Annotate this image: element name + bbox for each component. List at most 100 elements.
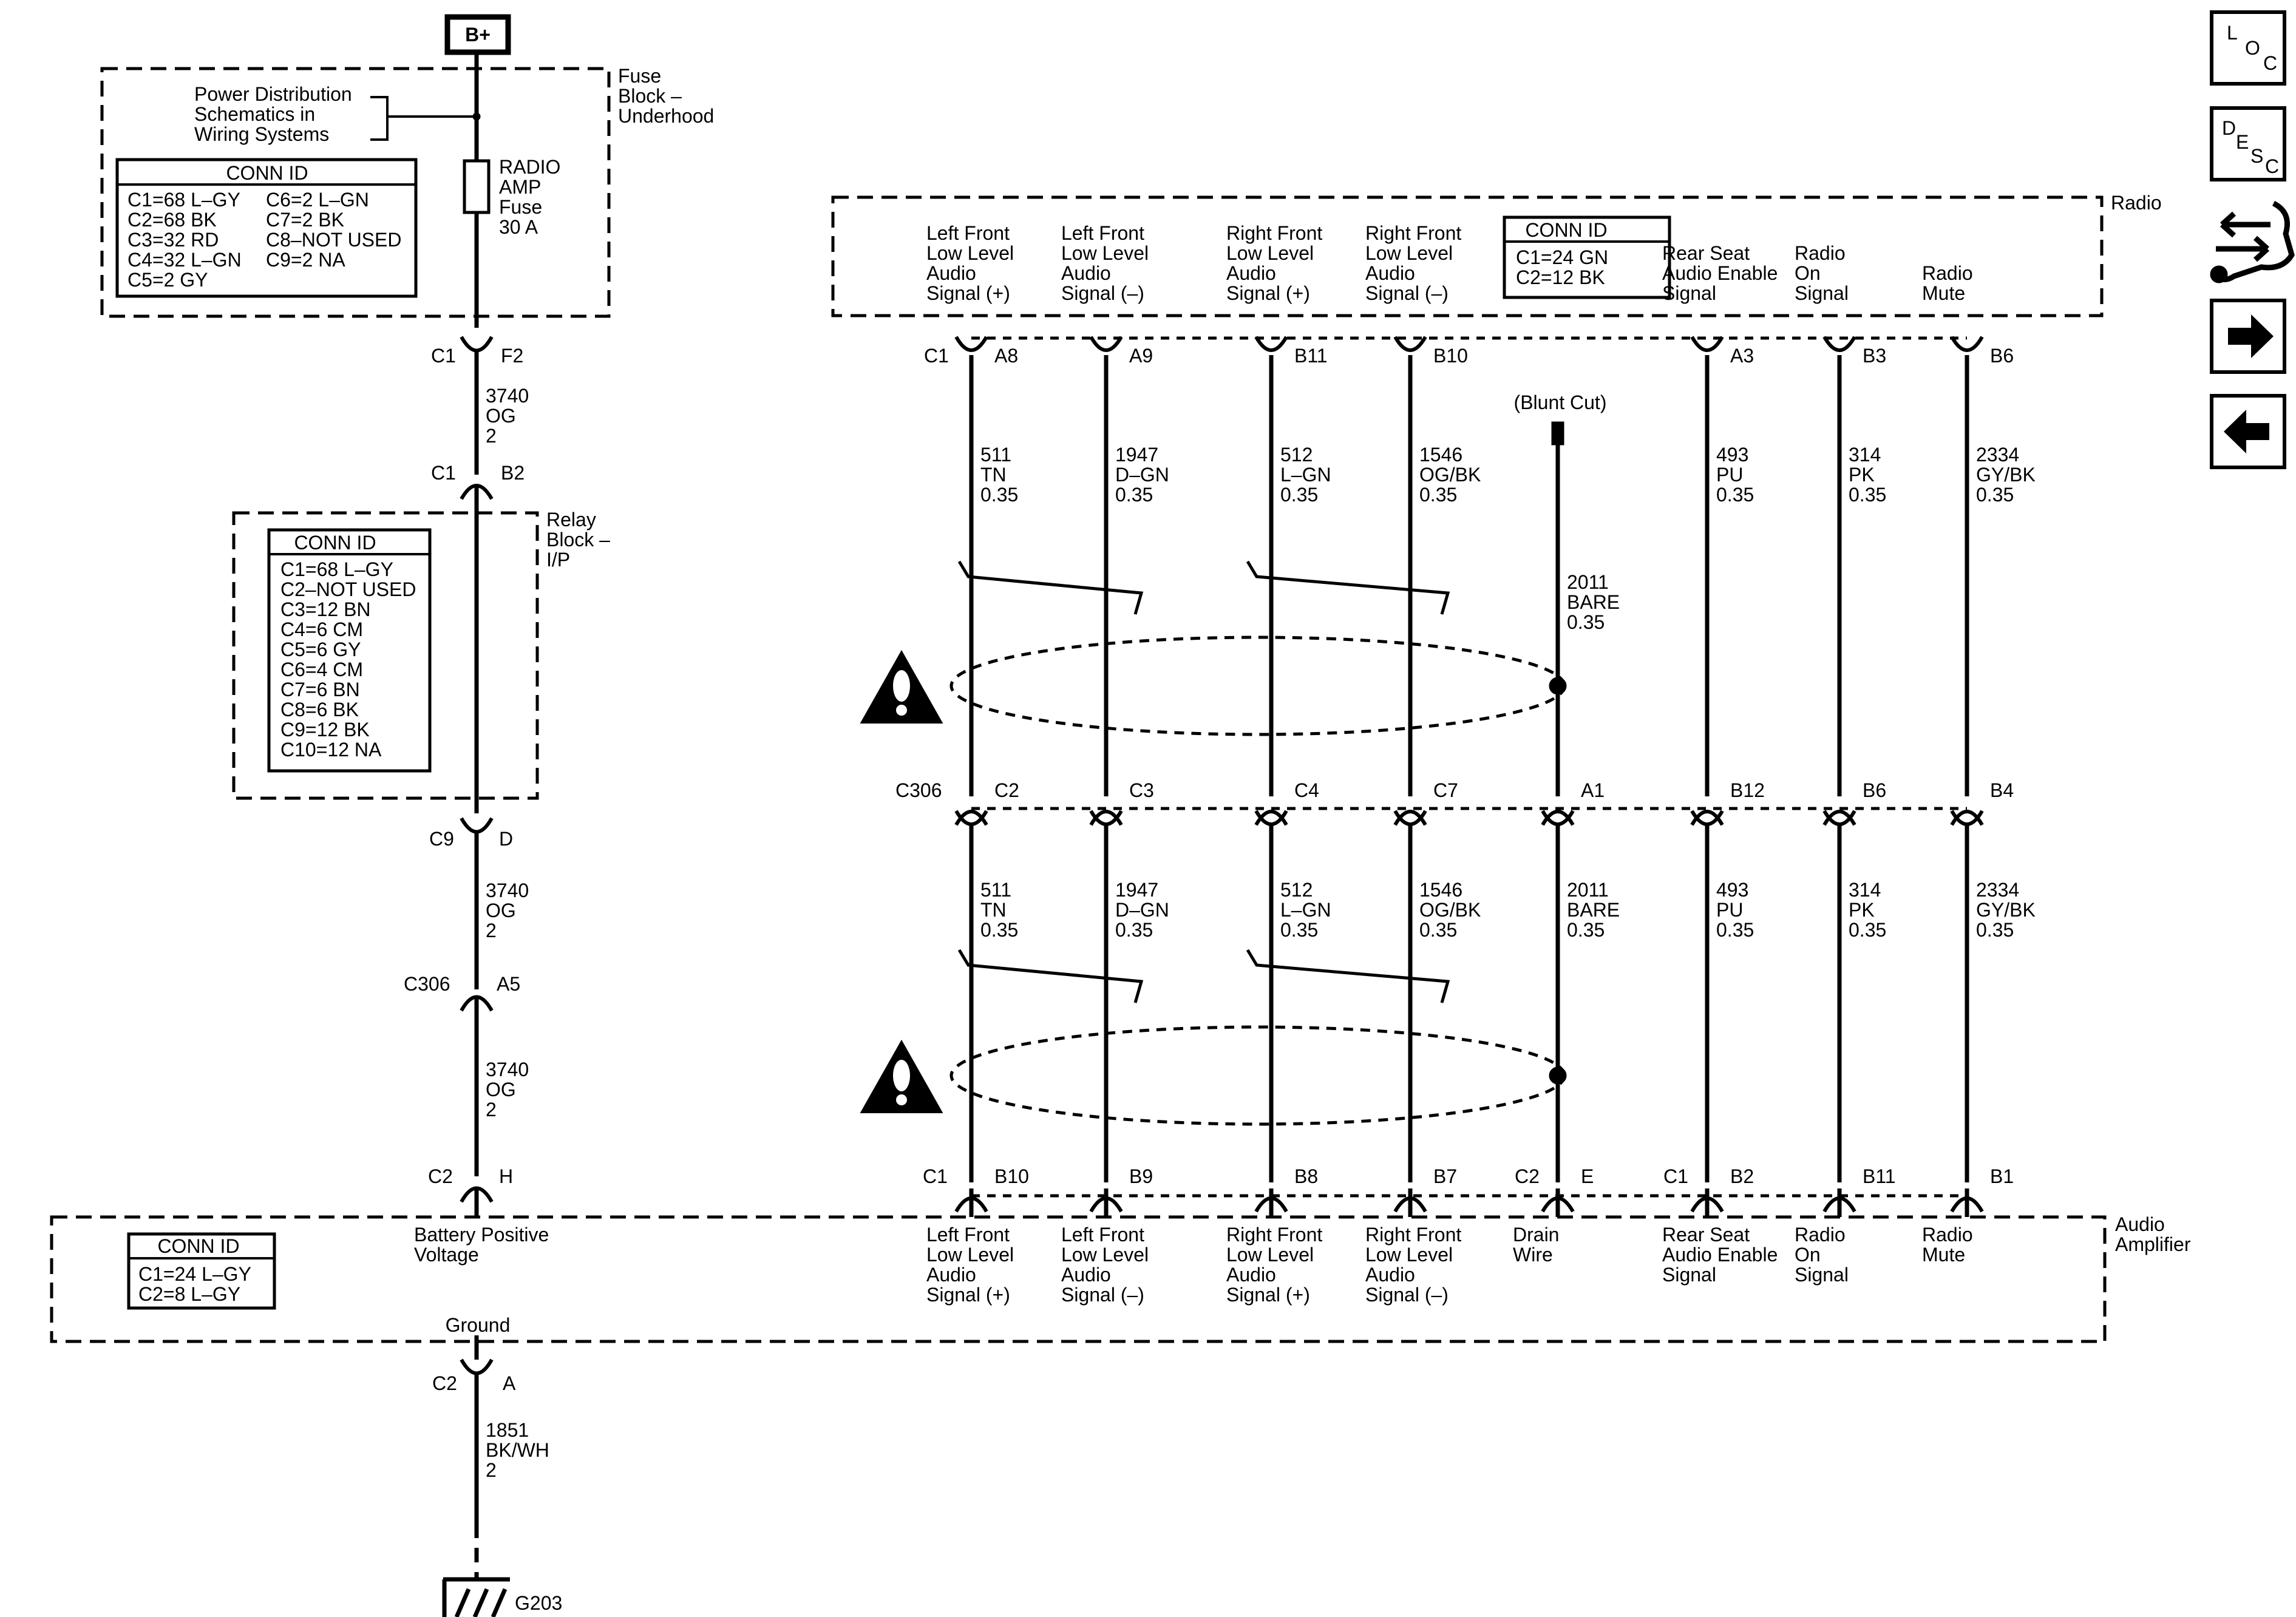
conn-symbol-rb-out	[460, 817, 494, 834]
amplifier-pin-function: Audio Enable	[1662, 1244, 1778, 1266]
wire-label: TN	[980, 464, 1007, 486]
connector-label: C1	[1663, 1165, 1688, 1187]
connector-symbol	[1822, 336, 1856, 352]
ground-reference: G203	[515, 1592, 562, 1614]
radio-pin-function: Signal (+)	[1226, 282, 1310, 304]
fuse-block-conn-id-entry: C9=2 NA	[266, 249, 345, 271]
radio-pin-function: Right Front	[1365, 222, 1461, 244]
previous-page-icon[interactable]	[2210, 394, 2286, 469]
wire-label: 493	[1716, 879, 1748, 901]
wire-label: 0.35	[1716, 484, 1754, 506]
radio-conn-id	[1503, 215, 1671, 299]
fuse-block-conn-id-entry: C8–NOT USED	[266, 229, 401, 251]
radio-pin-function: Radio	[1795, 242, 1846, 264]
pin-label: F2	[501, 345, 523, 367]
amplifier-pin-function: Signal	[1662, 1264, 1716, 1286]
relay-block-conn-id-entry: C1=68 L–GY	[280, 558, 393, 580]
amplifier-pin-function: Signal	[1795, 1264, 1849, 1286]
connector-label: C2	[1515, 1165, 1540, 1187]
fuse-label: Fuse	[499, 196, 542, 218]
power-ref-text: Wiring Systems	[194, 123, 329, 145]
wire-label: D–GN	[1115, 899, 1169, 921]
pin-label: E	[1581, 1165, 1594, 1187]
next-page-icon[interactable]	[2210, 299, 2286, 374]
loc-letter: C	[2263, 52, 2277, 74]
wire-label: 511	[980, 879, 1011, 901]
description-icon[interactable]: D E S C	[2210, 106, 2286, 181]
fuse-block-name: Block –	[618, 85, 682, 107]
connector-symbol	[1950, 336, 1984, 352]
fuse-block-conn-id-entry: C7=2 BK	[266, 209, 344, 231]
pin-label: B10	[1433, 345, 1468, 367]
pin-label: B1	[1990, 1165, 2014, 1187]
wire-label: TN	[980, 899, 1007, 921]
wire-label: OG/BK	[1419, 464, 1481, 486]
amplifier-pin-function: Low Level	[926, 1244, 1014, 1266]
radio-pin-function: Signal (+)	[926, 282, 1010, 304]
navigation-panel: L O C D E S C	[2210, 10, 2295, 469]
wire-label: BK/WH	[486, 1439, 549, 1461]
conn-symbol-gnd	[460, 1358, 494, 1375]
wire-label: 1947	[1115, 444, 1158, 466]
amplifier-pin-function: Audio	[1226, 1264, 1276, 1286]
pin-label: A5	[497, 973, 520, 995]
wire-label: PU	[1716, 899, 1743, 921]
relay-block-conn-id	[267, 528, 432, 773]
pin-label: A3	[1730, 345, 1754, 367]
connector-label: C2	[428, 1165, 453, 1187]
fuse-block-name: Underhood	[618, 105, 714, 127]
amplifier-pin-function: Radio	[1795, 1224, 1846, 1246]
amplifier-pin-function: On	[1795, 1244, 1821, 1266]
connector-label: C1	[923, 1165, 948, 1187]
radio-pin-function: Right Front	[1226, 222, 1322, 244]
radio-pin-function: Audio	[1365, 262, 1415, 284]
relay-block-conn-id-entry: C9=12 BK	[280, 719, 370, 741]
fuse-block-conn-id-entry: C3=32 RD	[127, 229, 219, 251]
pin-label: B3	[1863, 345, 1886, 367]
ground-pin-label: Ground	[446, 1314, 511, 1336]
fuse-block-conn-id	[115, 158, 418, 298]
twisted-pair-symbol-1	[957, 560, 1144, 615]
amplifier-pin-function: Drain	[1513, 1224, 1559, 1246]
amplifier-conn-id-entry: C2=8 L–GY	[138, 1283, 240, 1305]
amplifier-pin-function: Right Front	[1226, 1224, 1322, 1246]
shield-ellipse-lower	[949, 1025, 1566, 1126]
radio-pin-function: Signal	[1795, 282, 1849, 304]
radio-pin-function: Audio	[926, 262, 976, 284]
amplifier-pin-function: Low Level	[1365, 1244, 1453, 1266]
connector-symbol	[1690, 810, 1724, 826]
pin-label: B8	[1294, 1165, 1318, 1187]
harness-repair-icon[interactable]	[2210, 200, 2295, 283]
connector-symbol	[1541, 810, 1575, 826]
amplifier-pin-function: Battery Positive	[414, 1224, 549, 1246]
wire-label: 2	[486, 1099, 497, 1120]
component-location-icon[interactable]: L O C	[2210, 10, 2286, 86]
amplifier-pin-function: Left Front	[1061, 1224, 1144, 1246]
wire-label: 0.35	[980, 919, 1018, 941]
blunt-cut-label: (Blunt Cut)	[1514, 392, 1607, 413]
circuit-wires	[954, 336, 1984, 1217]
amplifier-pin-function: Signal (–)	[1061, 1284, 1144, 1306]
connector-label: C1	[924, 345, 949, 367]
wire-label: OG	[486, 900, 516, 921]
relay-block-name: Relay	[546, 509, 596, 531]
wire-label: 0.35	[1849, 484, 1886, 506]
wire-label: 2334	[1976, 879, 2019, 901]
connector-label: C306	[895, 779, 942, 801]
desc-letter: C	[2265, 155, 2279, 177]
pin-label: H	[499, 1165, 513, 1187]
connector-symbol	[1254, 810, 1288, 826]
amplifier-pin-function: Signal (+)	[926, 1284, 1010, 1306]
wire-label: 0.35	[1115, 484, 1153, 506]
pin-label: B4	[1990, 779, 2014, 801]
connector-label: C306	[404, 973, 450, 995]
connector-symbol	[1393, 810, 1427, 826]
wire-label: 1546	[1419, 879, 1462, 901]
relay-block-conn-id-entry: C7=6 BN	[280, 679, 360, 700]
amplifier-conn-id	[127, 1232, 276, 1310]
shield-drain-splice-upper	[1549, 677, 1567, 695]
wire-label: 0.35	[1716, 919, 1754, 941]
wire-label: 0.35	[1976, 919, 2014, 941]
radio-pin-function: Radio	[1922, 262, 1973, 284]
radio-conn-id-entry: C2=12 BK	[1516, 266, 1605, 288]
